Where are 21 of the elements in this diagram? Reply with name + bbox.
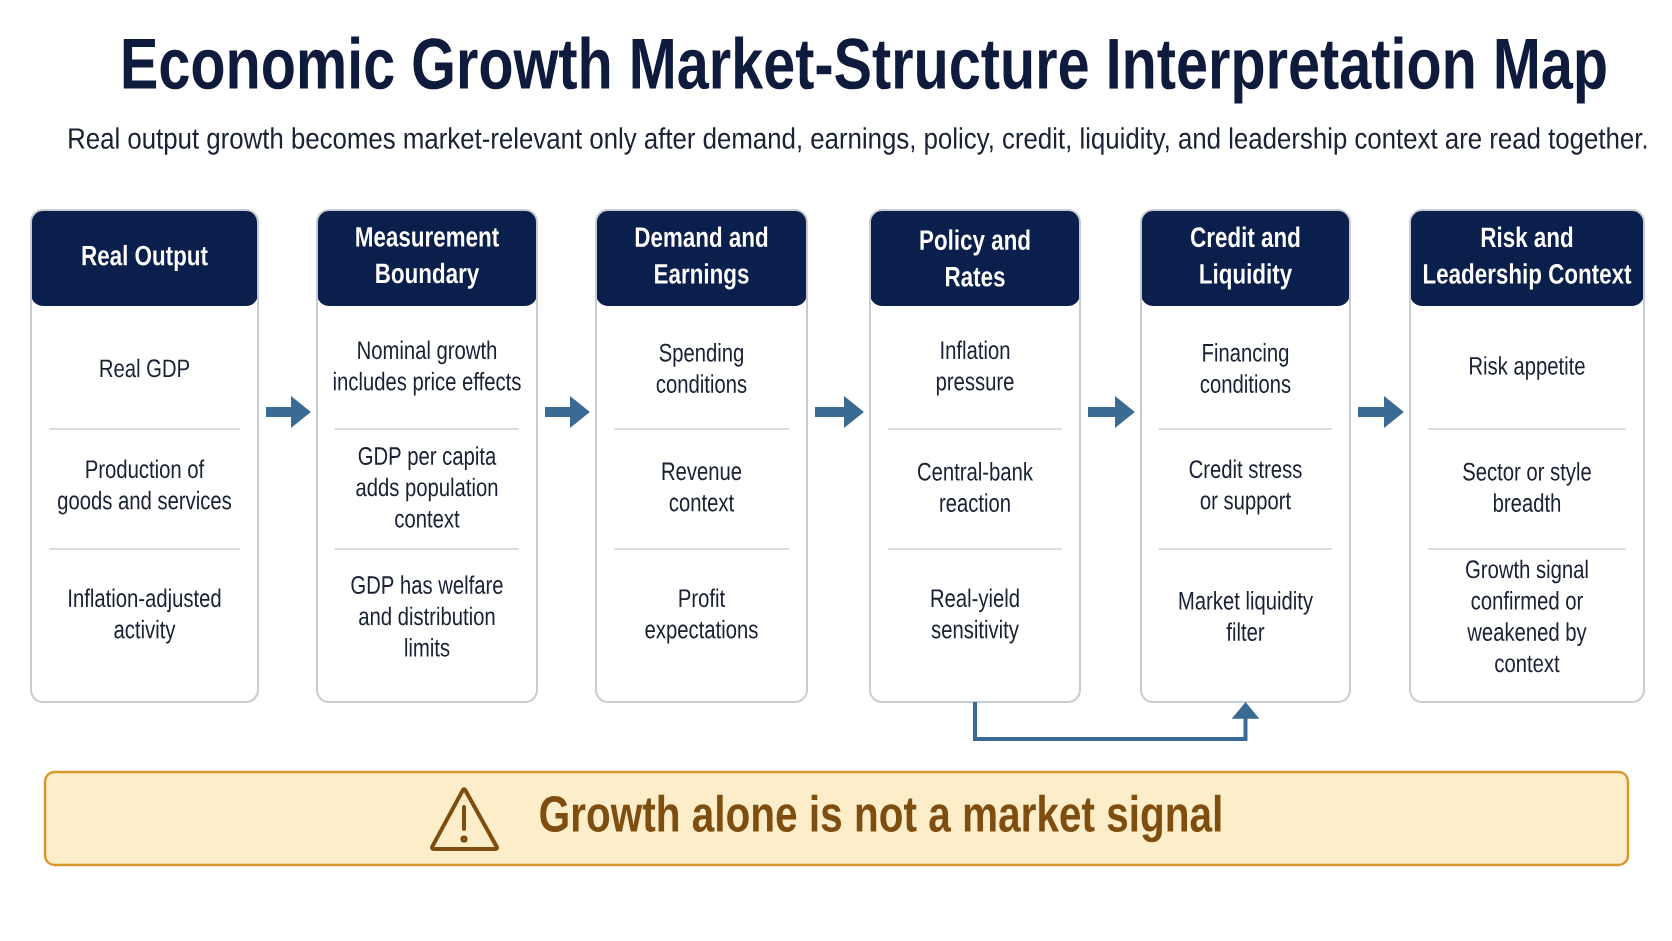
item-text: Financing conditions <box>1200 343 1291 393</box>
item-text: GDP per capita adds population context <box>356 446 498 528</box>
item-text: Production of goods and services <box>58 459 232 515</box>
warning-banner: Growth alone is not a market signal <box>43 770 1630 867</box>
item-text: Real GDP <box>100 358 189 378</box>
title: Economic Growth Market-Structure Interpretation Map <box>123 36 1606 104</box>
subtitle: Real output growth becomes market-relevant only after demand, earnings, policy, credit, liquidity, and leadership context are read together. <box>69 127 1647 155</box>
item-text: Nominal growth includes price effects <box>333 340 521 396</box>
item-text: GDP has welfare and distribution limits <box>351 575 503 657</box>
item-text: Market liquidity filter <box>1179 591 1313 641</box>
item-text: Sector or style breadth <box>1463 462 1591 512</box>
item-text: Credit stress or support <box>1189 459 1302 515</box>
item-text: Real-yield sensitivity <box>931 588 1019 644</box>
item-text: Risk appetite <box>1470 356 1585 380</box>
item-text: Inflation pressure <box>936 340 1014 396</box>
item-text: Spending conditions <box>656 343 747 393</box>
item-text: Revenue context <box>662 462 742 512</box>
item-text: Central-bank reaction <box>918 462 1034 512</box>
item-text: Growth signal confirmed or weakened by context <box>1466 559 1588 673</box>
item-text: Inflation-adjusted activity <box>69 588 221 644</box>
item-text: Profit expectations <box>645 588 758 644</box>
